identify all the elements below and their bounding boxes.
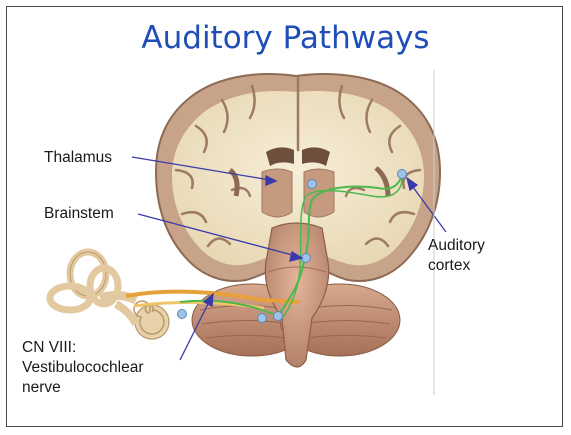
- label-cn-viii: CN VIII: Vestibulocochlear nerve: [22, 339, 144, 396]
- label-thalamus: Thalamus: [44, 149, 113, 166]
- brainstem-leader-line: [137, 213, 297, 257]
- inner-ear: [46, 248, 170, 340]
- auditory-cortex-leader-line: [409, 182, 447, 233]
- auditory-pathway: [179, 175, 403, 319]
- cn-viii-leader-line: [179, 299, 211, 361]
- leader-lines: [131, 156, 447, 361]
- slide-frame: [6, 6, 563, 427]
- label-auditory-cortex: Auditory cortex: [428, 237, 485, 274]
- thalamus-leader-line: [131, 156, 271, 181]
- slide-title: Auditory Pathways: [141, 20, 430, 56]
- nucleus-markers: [177, 169, 407, 323]
- label-brainstem: Brainstem: [44, 205, 114, 222]
